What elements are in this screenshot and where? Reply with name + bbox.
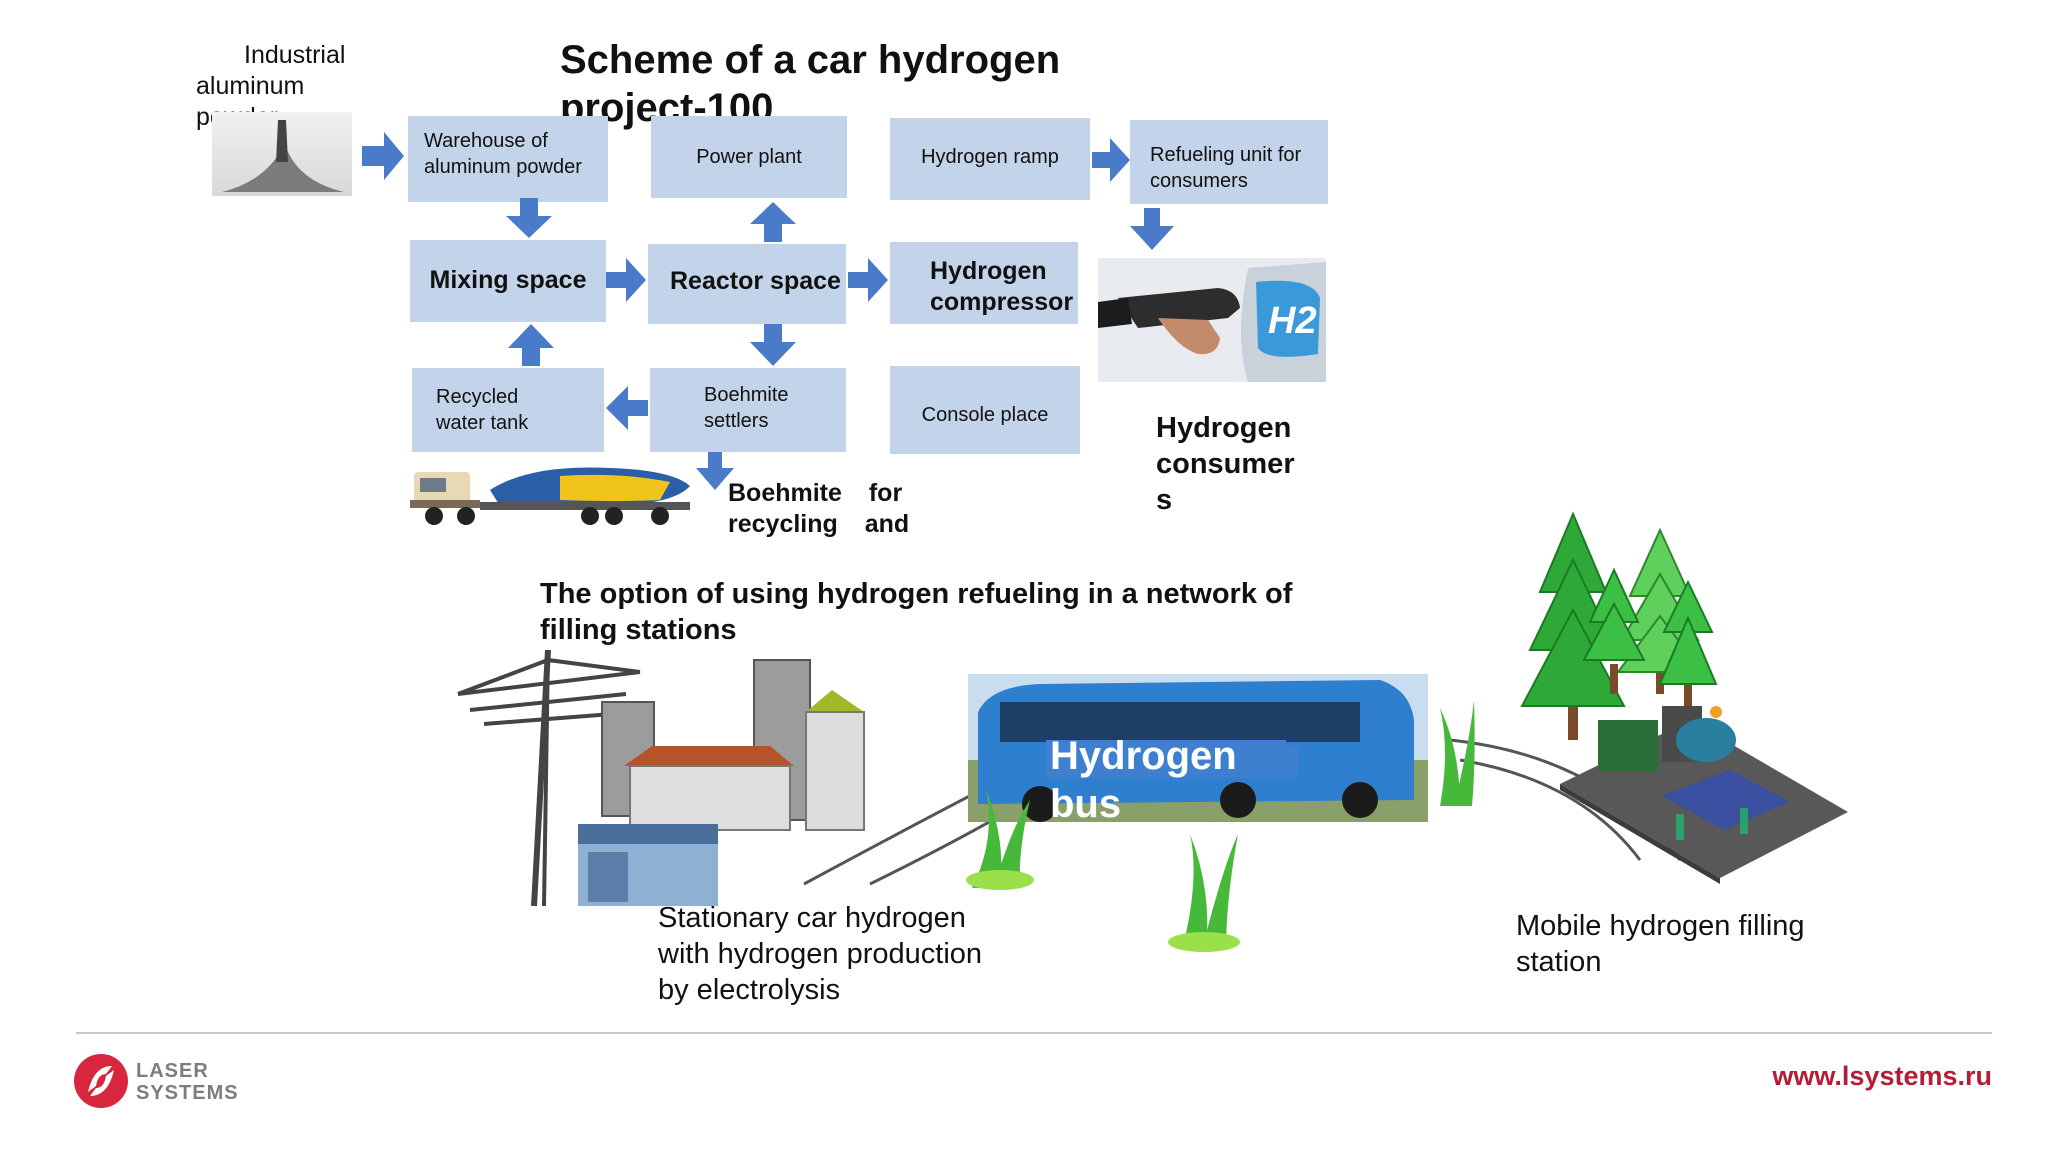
arrow-down-icon	[1130, 208, 1174, 250]
network-title: The option of using hydrogen refueling i…	[540, 578, 1293, 646]
scheme-title: Scheme of a car hydrogen project-100	[560, 38, 1061, 130]
building-roof	[624, 746, 794, 766]
tree-icon	[1520, 511, 1626, 740]
grass-icon	[1168, 834, 1240, 952]
arrow-down-icon	[506, 198, 552, 238]
refueling-unit-label: Refueling unit for consumers	[1150, 144, 1302, 192]
arrow-up-icon	[750, 202, 796, 242]
grass-icon	[1440, 700, 1475, 806]
laser-systems-logo-icon	[74, 1054, 128, 1108]
power-plant-box: Power plant	[651, 116, 847, 198]
building-white	[805, 711, 865, 831]
grass-icon	[966, 790, 1034, 890]
reactor-space-box: Reactor space	[648, 244, 846, 324]
warehouse-label: Warehouse of aluminum powder	[424, 130, 582, 178]
h2-sign: H2	[1268, 300, 1317, 342]
arrow-right-icon	[1092, 138, 1130, 182]
mobile-caption: Mobile hydrogen filling station	[1516, 910, 1805, 978]
arrow-right-icon	[606, 258, 646, 302]
fuel-nozzle-image: H2	[1098, 258, 1326, 382]
bus-label-panel	[1046, 740, 1286, 770]
tree-icon	[1582, 567, 1646, 694]
power-plant-label: Power plant	[696, 146, 802, 168]
console-place-label: Console place	[921, 404, 1049, 426]
boehmite-caption: Boehmite for recycling and	[728, 479, 910, 538]
mixing-space-label: Mixing space	[429, 266, 587, 294]
warehouse-box: Warehouse of aluminum powder	[408, 116, 608, 202]
arrow-right-icon	[848, 258, 888, 302]
recycled-water-tank-box: Recycled water tank	[412, 368, 604, 452]
recycled-water-tank-label: Recycled water tank	[436, 386, 529, 434]
road-line	[1459, 758, 1642, 861]
hydrogen-compressor-label: Hydrogen compressor	[930, 257, 1074, 316]
cement-truck-image	[410, 467, 690, 525]
refueling-unit-box: Refueling unit for consumers	[1130, 120, 1328, 204]
logo-line2: SYSTEMS	[136, 1082, 239, 1104]
boehmite-settlers-box: Boehmite settlers	[650, 368, 846, 452]
tree-icon	[1658, 579, 1718, 710]
arrow-left-icon	[606, 386, 648, 430]
mixing-space-box: Mixing space	[410, 240, 606, 322]
stationary-caption: Stationary car hydrogen with hydrogen pr…	[658, 902, 983, 1006]
building-house	[629, 765, 791, 831]
mobile-station-icon	[1560, 706, 1848, 884]
arrow-right-icon	[362, 132, 404, 180]
bus-label: Hydrogen bus	[1050, 734, 1237, 826]
logo-line1: LASER	[136, 1060, 209, 1082]
power-pylon-icon	[457, 649, 641, 907]
arrow-down-icon	[750, 324, 796, 366]
aluminum-powder-image	[212, 112, 352, 196]
boehmite-settlers-label: Boehmite settlers	[704, 384, 789, 432]
arrow-down-icon	[696, 452, 734, 490]
hydrogen-consumers-label: Hydrogen consumers	[1156, 412, 1295, 516]
hydrogen-ramp-box: Hydrogen ramp	[890, 118, 1090, 200]
hydrogen-ramp-label: Hydrogen ramp	[921, 146, 1059, 168]
hydrogen-compressor-box: Hydrogen compressor	[890, 242, 1078, 324]
console-place-box: Console place	[890, 366, 1080, 454]
arrow-up-icon	[508, 324, 554, 366]
website-link[interactable]: www.lsystems.ru	[1772, 1061, 1992, 1091]
reactor-space-label: Reactor space	[670, 267, 841, 295]
green-roof	[806, 690, 864, 712]
footer-divider	[76, 1032, 1992, 1034]
